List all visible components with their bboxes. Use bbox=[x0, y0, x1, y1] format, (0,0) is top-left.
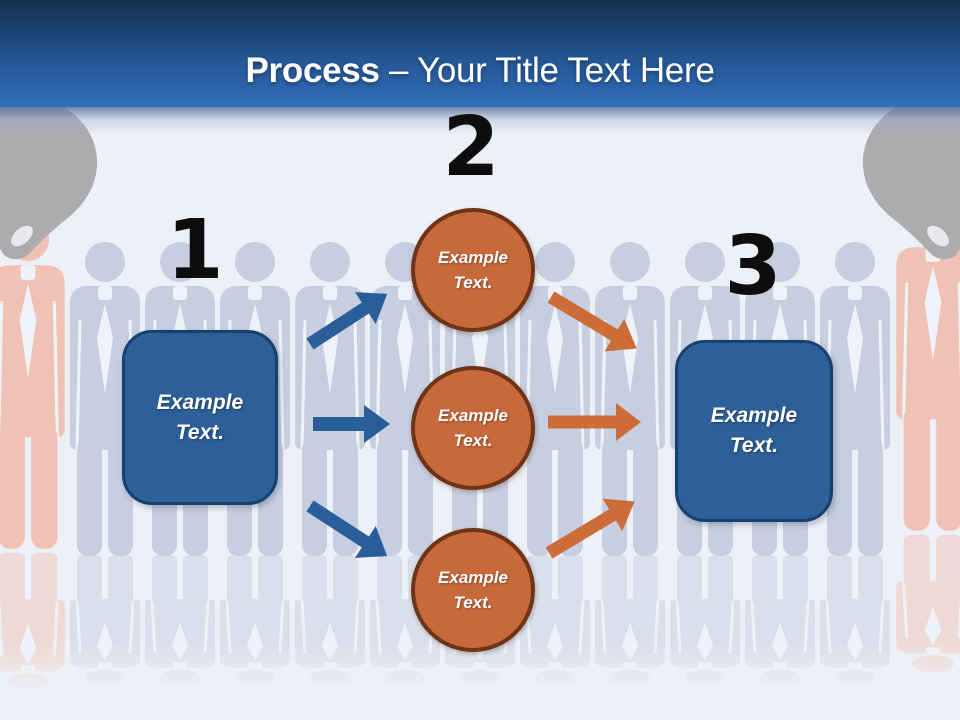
reflection-fade bbox=[0, 642, 960, 720]
arrow-blue-top-icon bbox=[306, 292, 388, 350]
arrow-orange-bottom-icon bbox=[545, 498, 635, 559]
step-number-1: 1 bbox=[166, 203, 224, 298]
arrow-orange-top-icon bbox=[547, 291, 637, 352]
arrow-orange-middle-icon bbox=[548, 403, 641, 441]
step-number-2: 2 bbox=[442, 100, 500, 195]
step2-circle-1-label: Example Text. bbox=[438, 248, 508, 292]
title-keyword: Process bbox=[245, 51, 380, 90]
step3-box-label: Example Text. bbox=[710, 404, 798, 457]
step2-circle-2: Example Text. bbox=[411, 366, 535, 490]
title-rest: – Your Title Text Here bbox=[379, 51, 715, 90]
step2-circle-1: Example Text. bbox=[411, 208, 535, 332]
slide-title: Process – Your Title Text Here bbox=[0, 51, 960, 91]
step3-box: Example Text. bbox=[675, 340, 833, 522]
step2-circle-3-label: Example Text. bbox=[438, 568, 508, 612]
header-glow bbox=[0, 107, 960, 135]
step2-circle-3: Example Text. bbox=[411, 528, 535, 652]
arrow-blue-bottom-icon bbox=[306, 500, 388, 558]
step1-box: Example Text. bbox=[122, 330, 278, 505]
step1-box-label: Example Text. bbox=[156, 390, 244, 444]
header-band bbox=[0, 0, 960, 107]
arrow-blue-middle-icon bbox=[313, 405, 390, 443]
step2-circle-2-label: Example Text. bbox=[438, 406, 508, 450]
step-number-3: 3 bbox=[724, 219, 782, 314]
